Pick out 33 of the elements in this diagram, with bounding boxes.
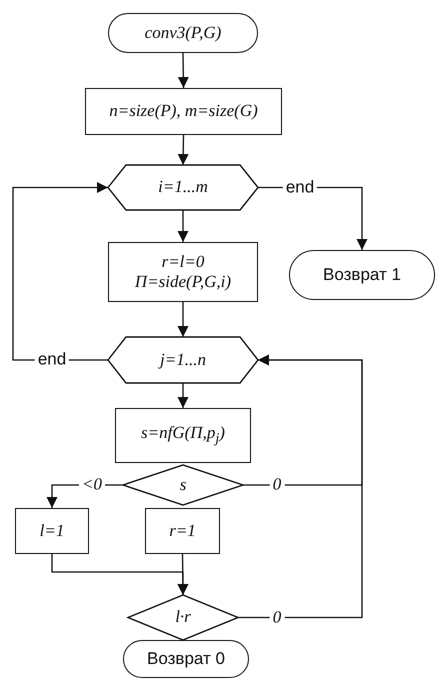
decision-diamond xyxy=(128,595,238,640)
node-label: Возврат 0 xyxy=(147,648,225,670)
formula-text: l=1 xyxy=(40,520,64,542)
terminator xyxy=(123,640,249,678)
decision-diamond xyxy=(123,465,243,505)
arrow xyxy=(178,383,188,408)
arrow xyxy=(178,134,189,166)
arrow xyxy=(178,210,188,242)
formula-text: r=1 xyxy=(169,520,196,542)
terminator xyxy=(108,13,258,53)
node-label: Возврат 1 xyxy=(323,264,401,286)
formula-text: r=l=0 xyxy=(162,252,204,272)
formula-text: П=side(P,G,i) xyxy=(134,272,232,292)
loop-hexagon xyxy=(108,337,258,383)
arrow xyxy=(178,53,189,88)
arrow xyxy=(177,554,188,595)
arrow xyxy=(178,302,188,337)
process-box xyxy=(145,508,220,554)
formula-text: s=nfG(П,p$_{j}$) xyxy=(141,423,225,448)
loop-hexagon xyxy=(108,165,258,210)
formula-text: s xyxy=(180,474,186,496)
formula-text: l·r xyxy=(175,607,191,628)
process-box xyxy=(85,88,282,135)
process-box xyxy=(15,508,89,554)
terminator xyxy=(289,250,435,300)
formula-text: n=size(P), m=size(G) xyxy=(109,101,258,122)
formula-text: j=1...n xyxy=(160,350,206,370)
arrow xyxy=(238,354,363,618)
process-box xyxy=(115,408,251,463)
formula-text: i=1...m xyxy=(158,177,208,198)
process-box xyxy=(108,242,258,302)
formula-text: conv3(P,G) xyxy=(144,22,222,44)
arrow xyxy=(12,182,108,361)
